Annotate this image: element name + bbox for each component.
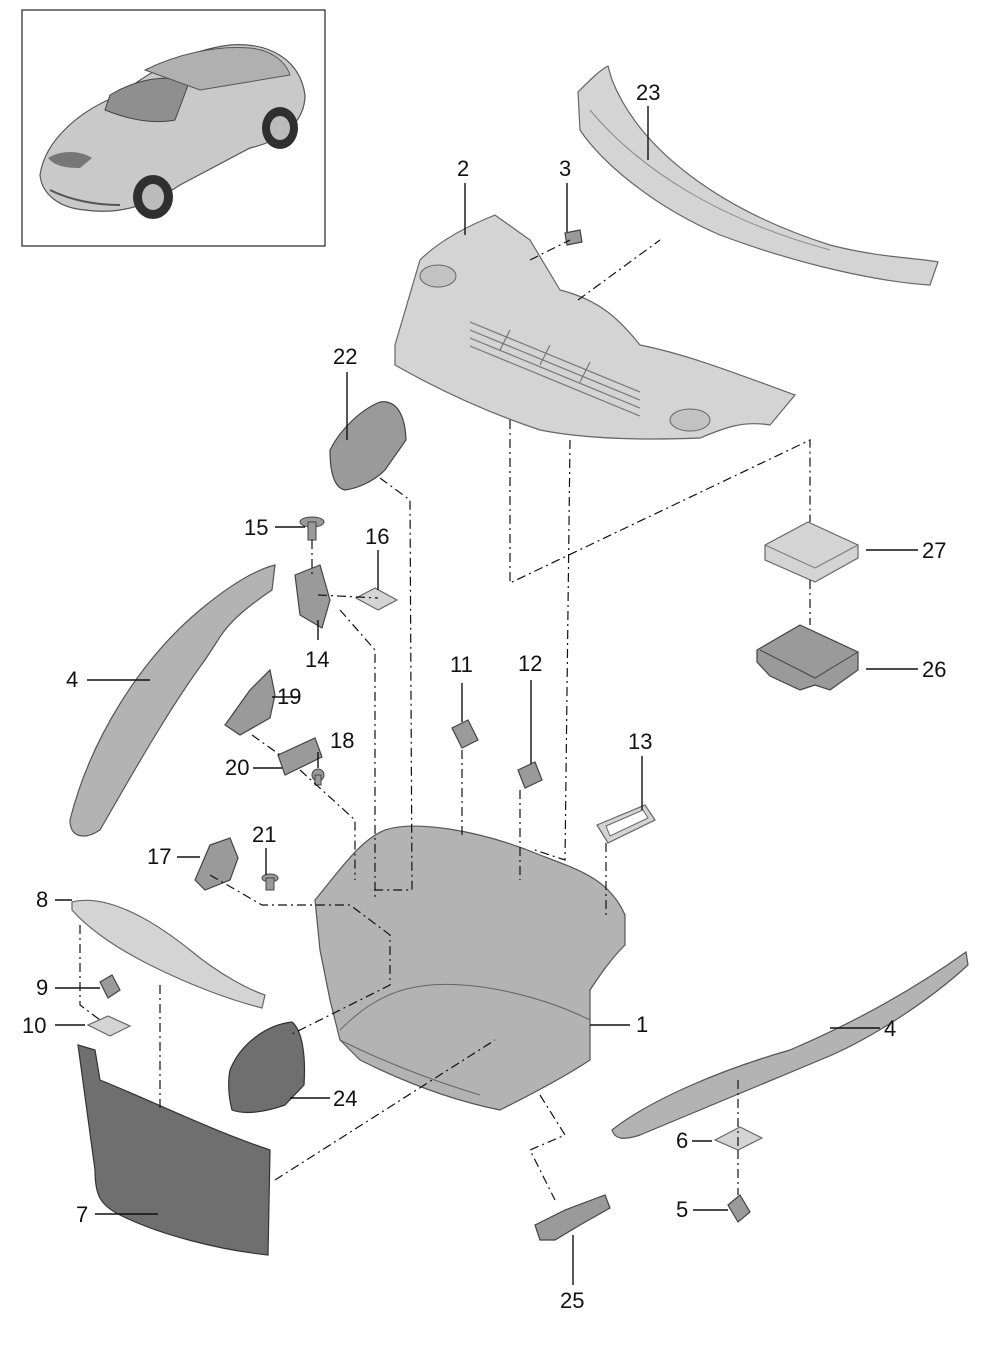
part-8-trim-strip bbox=[71, 899, 266, 1009]
callout-25: 25 bbox=[560, 1288, 584, 1313]
part-10-pad bbox=[86, 1015, 132, 1037]
part-7-side-panel bbox=[77, 1044, 271, 1256]
part-19-frame bbox=[224, 668, 276, 736]
part-16-pad bbox=[354, 587, 399, 611]
part-2-rear-panel-trim bbox=[394, 214, 797, 440]
car-front-grille bbox=[49, 189, 121, 206]
leader-lines bbox=[55, 106, 918, 1285]
car-headlight bbox=[48, 152, 92, 168]
part-3-clip bbox=[564, 229, 583, 246]
part-11-clip bbox=[451, 719, 479, 749]
callout-21: 21 bbox=[252, 822, 276, 847]
part-23-rear-upper-trim bbox=[577, 65, 939, 286]
callout-4-right: 4 bbox=[884, 1016, 896, 1041]
callout-17: 17 bbox=[147, 844, 171, 869]
part-26-mounting-bracket bbox=[756, 624, 859, 691]
callout-2: 2 bbox=[457, 156, 469, 181]
part-9-clip bbox=[99, 974, 121, 999]
callout-26: 26 bbox=[922, 657, 946, 682]
part-20-switch bbox=[277, 737, 323, 776]
callout-5: 5 bbox=[676, 1197, 688, 1222]
callout-3: 3 bbox=[559, 156, 571, 181]
part-17-bracket bbox=[194, 837, 239, 891]
callout-19: 19 bbox=[277, 684, 301, 709]
part-4-left-side-trim bbox=[69, 564, 276, 837]
callout-labels: 2 3 23 22 15 16 14 4 19 18 20 11 12 13 2… bbox=[22, 80, 946, 1313]
part-24-cover-cap bbox=[228, 1021, 306, 1114]
car-thumbnail-inset bbox=[21, 9, 326, 247]
part-21-screw bbox=[261, 873, 279, 891]
callout-23: 23 bbox=[636, 80, 660, 105]
callout-24: 24 bbox=[333, 1086, 357, 1111]
part-2-right-dome bbox=[669, 408, 711, 432]
part-5-clip bbox=[727, 1194, 751, 1223]
callout-20: 20 bbox=[225, 755, 249, 780]
callout-6: 6 bbox=[676, 1128, 688, 1153]
part-14-bracket bbox=[294, 564, 331, 629]
part-2-left-dome bbox=[419, 264, 457, 288]
assembly-lines bbox=[79, 239, 811, 1201]
callout-9: 9 bbox=[36, 975, 48, 1000]
part-18-screw bbox=[311, 768, 325, 786]
car-roof bbox=[143, 46, 291, 91]
callout-7: 7 bbox=[76, 1202, 88, 1227]
car-windshield bbox=[104, 77, 191, 123]
callout-13: 13 bbox=[628, 729, 652, 754]
part-2-vent-grille bbox=[469, 321, 641, 417]
callout-1: 1 bbox=[636, 1012, 648, 1037]
part-27-control-unit bbox=[764, 521, 859, 583]
part-15-screw bbox=[299, 516, 325, 541]
callout-4-left: 4 bbox=[66, 667, 78, 692]
callout-11: 11 bbox=[450, 652, 473, 677]
part-22-cover-cap bbox=[329, 401, 407, 491]
callout-16: 16 bbox=[365, 524, 389, 549]
part-1-luggage-compartment-tub bbox=[314, 825, 626, 1111]
part-12-clip bbox=[517, 761, 543, 789]
callout-22: 22 bbox=[333, 344, 357, 369]
callout-8: 8 bbox=[36, 887, 48, 912]
callout-18: 18 bbox=[330, 728, 354, 753]
part-25-bracket bbox=[534, 1194, 611, 1241]
callout-12: 12 bbox=[518, 651, 542, 676]
callout-27: 27 bbox=[922, 538, 946, 563]
callout-15: 15 bbox=[244, 515, 268, 540]
part-4-right-sill-trim bbox=[611, 950, 969, 1139]
callout-10: 10 bbox=[22, 1013, 46, 1038]
callout-14: 14 bbox=[305, 647, 329, 672]
